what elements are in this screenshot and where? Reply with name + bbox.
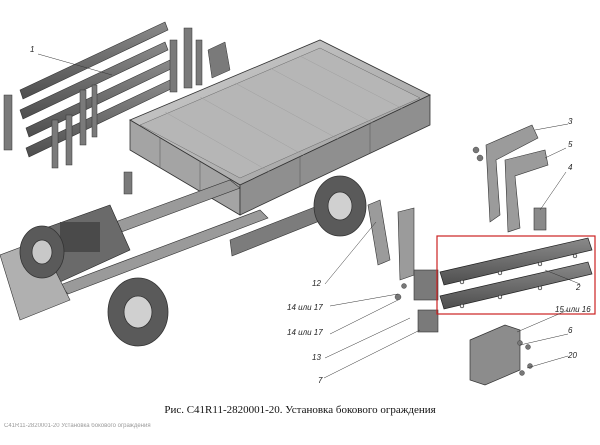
figure-caption: Рис. C41R11-2820001-20. Установка боково… bbox=[164, 404, 436, 416]
part-6-block bbox=[469, 324, 521, 386]
callout-1: 1 bbox=[30, 45, 34, 54]
callout-14-or-17-b: 14 или 17 bbox=[287, 328, 323, 337]
part-fasteners bbox=[394, 146, 533, 376]
callout-13: 13 bbox=[312, 353, 321, 362]
watermark-text: C41R11-2820001-20 Установка бокового огр… bbox=[4, 423, 151, 429]
callout-3: 3 bbox=[568, 117, 573, 126]
part-3-bracket bbox=[485, 124, 539, 223]
callout-12: 12 bbox=[312, 279, 321, 288]
part-4-plate bbox=[533, 207, 547, 231]
part-1-brackets bbox=[3, 27, 231, 195]
highlight-frame bbox=[436, 235, 596, 315]
truck-wheels bbox=[19, 175, 367, 347]
callout-2: 2 bbox=[575, 283, 581, 292]
leader-lines bbox=[37, 53, 581, 379]
part-5-bracket bbox=[504, 149, 549, 233]
callout-4: 4 bbox=[568, 163, 573, 172]
callout-6: 6 bbox=[568, 326, 573, 335]
part-1-rails bbox=[19, 21, 174, 158]
callout-5: 5 bbox=[568, 140, 573, 149]
callout-20: 20 bbox=[567, 351, 577, 360]
callout-14-or-17-a: 14 или 17 bbox=[287, 303, 323, 312]
part-2-side-guard bbox=[439, 237, 593, 310]
callout-labels: 1 2 3 4 5 6 7 12 13 14 или 17 14 или 17 … bbox=[30, 45, 591, 385]
callout-7: 7 bbox=[318, 376, 323, 385]
part-clamp-assembly bbox=[413, 269, 439, 333]
part-12-bracket bbox=[367, 199, 415, 281]
callout-15-or-16: 15 или 16 bbox=[555, 305, 591, 314]
